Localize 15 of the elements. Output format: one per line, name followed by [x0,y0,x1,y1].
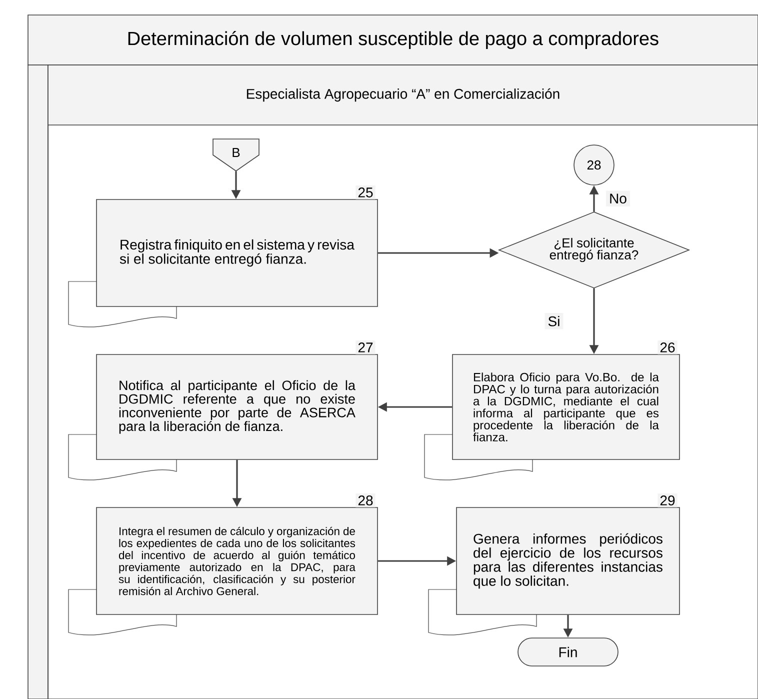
process-box: Genera informes periódicos del ejercicio de los recursos para las diferentes instancias que lo solicitan. [428,507,680,636]
process-box: Elabora Oficio para Vo.Bo. de la DPAC y lo turna para autorización a la DGDMIC, mediante el cual informa al participante que es procedente la liberación de la fianza. [424,354,680,480]
process-box: Integra el resumen de cálculo y organización de los expedientes de cada uno de los solicitantes del incentivo de acuerdo al guión temático previamente autorizado en la DPAC, para su identificación, clasificación y su posterior remisión al Archivo General. [68,507,378,636]
off-page-connector: B [212,138,260,172]
title-band: Determinación de volumen susceptible de pago a compradores [28,14,758,66]
step-number: 27 [356,340,376,354]
step-number: 29 [658,494,678,508]
terminator: Fin [518,638,618,666]
step-number: 26 [658,340,678,354]
edge-label: Si [544,313,564,330]
process-box: Notifica al participante el Oficio de la DGDMIC referente a que no existe inconveniente por parte de ASERCA para la liberación de fianza. [68,354,378,480]
step-number: 25 [356,186,376,200]
process-box: Registra finiquito en el sistema y revisa si el solicitante entregó fianza. [68,199,378,328]
edge-label: No [606,190,630,206]
step-number: 28 [356,494,376,508]
